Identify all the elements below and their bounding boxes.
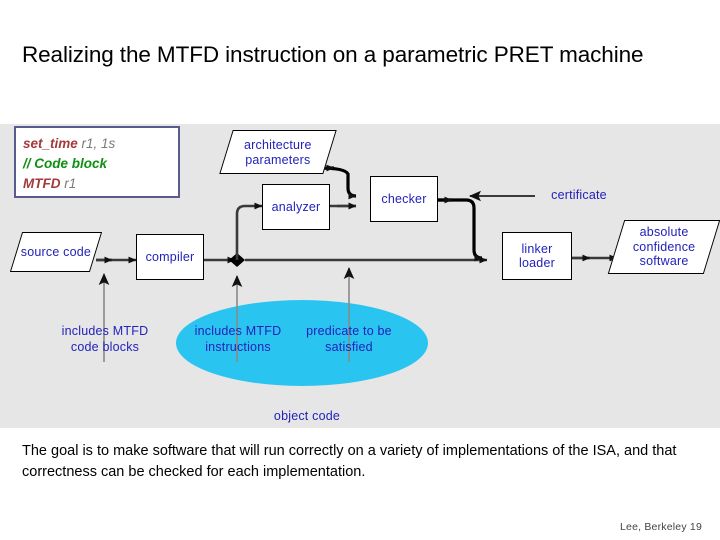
node-checker-label: checker (381, 191, 427, 206)
code-line-2: // Code block (23, 154, 178, 174)
node-compiler[interactable]: compiler (136, 234, 204, 280)
code-keyword-set-time: set_time (23, 136, 78, 151)
body-paragraph: The goal is to make software that will r… (22, 443, 677, 480)
annotation-predicate-to-be-satisfied: predicate to be satisfied (306, 324, 392, 354)
code-block[interactable]: set_time r1, 1s // Code block MTFD r1 (14, 126, 180, 198)
node-linker-loader[interactable]: linker loader (502, 232, 572, 280)
node-absolute-confidence-software[interactable]: absolute confidence software (607, 220, 720, 274)
diagram-canvas: source code compiler analyzer architectu… (0, 124, 720, 428)
code-comment: // Code block (23, 156, 108, 171)
label-certificate: certificate (551, 188, 607, 202)
code-args-line-3: r1 (64, 176, 77, 191)
highlight-ellipse (176, 300, 428, 386)
node-analyzer[interactable]: analyzer (262, 184, 330, 230)
node-absolute-confidence-software-label: absolute confidence software (632, 225, 696, 269)
code-line-1: set_time r1, 1s (23, 134, 178, 154)
code-args-line-1: r1, 1s (81, 136, 116, 151)
label-object-code: object code (273, 409, 341, 423)
code-line-3: MTFD r1 (23, 174, 178, 194)
node-source-code[interactable]: source code (9, 232, 103, 272)
node-checker[interactable]: checker (370, 176, 438, 222)
node-analyzer-label: analyzer (271, 199, 321, 214)
page-title: Realizing the MTFD instruction on a para… (22, 42, 644, 67)
node-source-code-label: source code (20, 244, 92, 259)
node-compiler-label: compiler (145, 249, 195, 264)
wire-to-analyzer (235, 202, 263, 260)
node-architecture-parameters[interactable]: architecture parameters (219, 130, 337, 174)
slide-footer: Lee, Berkeley 19 (619, 521, 702, 533)
node-architecture-parameters-label: architecture parameters (244, 137, 312, 167)
annotation-includes-mtfd-code-blocks: includes MTFD code blocks (61, 324, 149, 354)
wire-checker-to-linker (438, 198, 483, 262)
connector-wires (96, 164, 618, 362)
annotation-includes-mtfd-instructions: includes MTFD instructions (194, 324, 282, 354)
node-linker-loader-label: linker loader (519, 241, 555, 271)
code-keyword-mtfd: MTFD (23, 176, 61, 191)
